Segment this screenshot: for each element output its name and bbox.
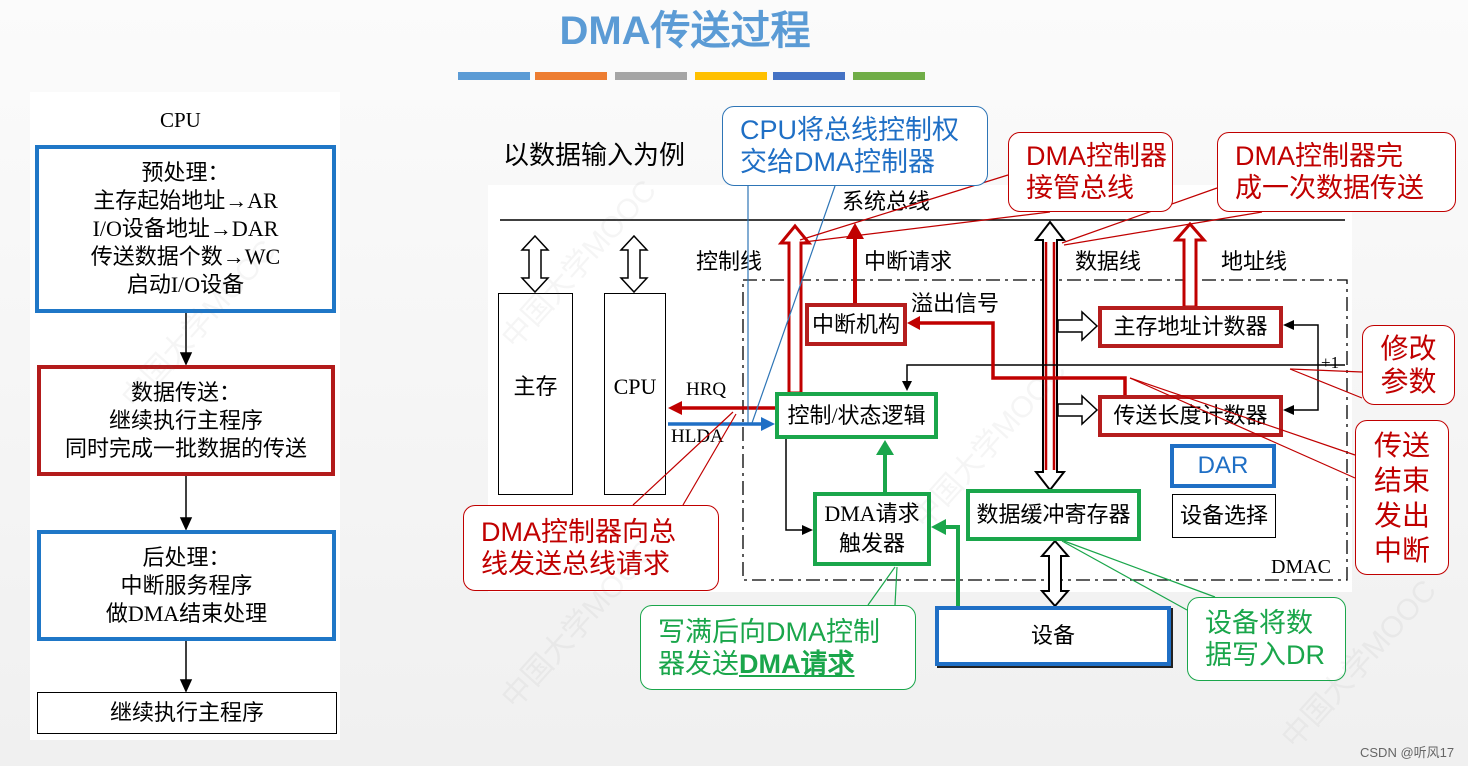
accent-bar — [853, 72, 925, 80]
callout-line: DMA控制器完 — [1235, 141, 1403, 171]
dar-label: DAR — [1197, 452, 1249, 479]
diagram-caption: 以数据输入为例 — [503, 141, 686, 170]
address-line-label: 地址线 — [1221, 249, 1288, 274]
postprocess-line: 做DMA结束处理 — [105, 600, 268, 626]
request-trigger-label: DMA请求 — [824, 501, 920, 526]
accent-bar — [458, 72, 530, 80]
address-counter-box: 主存地址计数器 — [1098, 306, 1283, 348]
callout-line: 修改 — [1380, 333, 1437, 364]
main-memory-box: 主存 — [498, 293, 573, 495]
callout-dmac-takes-bus: DMA控制器 接管总线 — [1008, 132, 1173, 212]
flowchart-header: CPU — [160, 108, 201, 132]
length-counter-label: 传送长度计数器 — [1113, 403, 1268, 428]
control-line-label: 控制线 — [696, 249, 763, 274]
postprocess-heading: 后处理： — [142, 544, 231, 570]
callout-line: 交给DMA控制器 — [740, 147, 935, 177]
callout-line: 成一次数据传送 — [1235, 173, 1424, 203]
length-counter-box: 传送长度计数器 — [1098, 395, 1283, 437]
callout-line: 结束 — [1373, 464, 1430, 496]
postprocess-line: 中断服务程序 — [120, 572, 253, 598]
transfer-box: 数据传送： 继续执行主程序 同时完成一批数据的传送 — [37, 365, 335, 476]
callout-dma-request: 写满后向DMA控制 器发送DMA请求 — [640, 605, 916, 690]
device-select-box: 设备选择 — [1172, 494, 1276, 538]
device-select-label: 设备选择 — [1179, 503, 1268, 528]
callout-line: 据写入DR — [1205, 640, 1325, 670]
footer-credit: CSDN @听风17 — [1360, 745, 1455, 760]
control-logic-label: 控制/状态逻辑 — [787, 402, 926, 428]
data-buffer-box: 数据缓冲寄存器 — [966, 489, 1141, 541]
control-logic-box: 控制/状态逻辑 — [775, 392, 938, 439]
accent-bar — [615, 72, 687, 80]
request-trigger-label: 触发器 — [838, 531, 905, 556]
callout-line: 写满后向DMA控制 — [658, 616, 880, 647]
cpu-box: CPU — [604, 293, 666, 495]
callout-line: 线发送总线请求 — [481, 549, 670, 579]
interrupt-unit-box: 中断机构 — [805, 303, 907, 346]
callout-cpu-grants-bus: CPU将总线控制权 交给DMA控制器 — [722, 106, 988, 186]
accent-bar — [773, 72, 845, 80]
interrupt-unit-label: 中断机构 — [811, 311, 900, 337]
slide-title: DMA传送过程 — [559, 9, 811, 53]
callout-line: 中断 — [1373, 534, 1430, 566]
device-box: 设备 — [935, 606, 1171, 666]
callout-line: 设备将数 — [1205, 608, 1313, 638]
preprocess-heading: 预处理： — [141, 160, 230, 185]
callout-line: 传送 — [1373, 429, 1430, 461]
plus-one-label: +1 — [1321, 353, 1340, 372]
callout-line: 器发送DMA请求 — [658, 648, 855, 680]
dmac-label: DMAC — [1271, 556, 1332, 578]
callout-dmac-completes-transfer: DMA控制器完 成一次数据传送 — [1217, 132, 1456, 212]
interrupt-request-label: 中断请求 — [864, 249, 953, 274]
accent-bar — [695, 72, 767, 80]
callout-line: 参数 — [1380, 366, 1437, 397]
callout-device-writes: 设备将数 据写入DR — [1187, 597, 1346, 681]
callout-modify-params: 修改 参数 — [1362, 325, 1455, 405]
main-memory-label: 主存 — [513, 374, 558, 399]
postprocess-box: 后处理： 中断服务程序 做DMA结束处理 — [37, 530, 336, 641]
resume-label: 继续执行主程序 — [109, 700, 264, 725]
callout-line: DMA控制器 — [1026, 141, 1167, 171]
callout-end-interrupt: 传送 结束 发出 中断 — [1355, 420, 1449, 575]
resume-box: 继续执行主程序 — [37, 692, 337, 734]
hrq-label: HRQ — [686, 379, 727, 400]
device-label: 设备 — [1030, 623, 1075, 648]
callout-line: CPU将总线控制权 — [740, 115, 960, 145]
system-bus-label: 系统总线 — [842, 189, 931, 214]
callout-text: 器发送 — [658, 648, 739, 679]
request-trigger-box: DMA请求 触发器 — [813, 492, 931, 566]
hlda-label: HLDA — [671, 426, 724, 447]
callout-bus-request: DMA控制器向总 线发送总线请求 — [463, 505, 719, 591]
cpu-label: CPU — [613, 374, 657, 399]
callout-line: DMA控制器向总 — [481, 517, 676, 547]
accent-bar — [535, 72, 607, 80]
callout-line: 接管总线 — [1026, 173, 1134, 203]
preprocess-line: 传送数据个数→WC — [90, 244, 281, 269]
preprocess-line: I/O设备地址→DAR — [92, 216, 279, 241]
transfer-line: 继续执行主程序 — [108, 407, 263, 433]
transfer-heading: 数据传送： — [130, 379, 241, 405]
callout-emphasis: DMA请求 — [739, 648, 855, 679]
dar-box: DAR — [1170, 444, 1276, 488]
preprocess-line: 启动I/O设备 — [126, 272, 245, 297]
preprocess-line: 主存起始地址→AR — [93, 188, 278, 213]
transfer-line: 同时完成一批数据的传送 — [64, 435, 307, 461]
preprocess-box: 预处理： 主存起始地址→AR I/O设备地址→DAR 传送数据个数→WC 启动I… — [35, 145, 336, 313]
data-buffer-label: 数据缓冲寄存器 — [976, 502, 1131, 527]
data-line-label: 数据线 — [1075, 249, 1142, 274]
callout-line: 发出 — [1373, 499, 1430, 531]
overflow-signal-label: 溢出信号 — [911, 291, 1000, 316]
address-counter-label: 主存地址计数器 — [1113, 314, 1268, 339]
